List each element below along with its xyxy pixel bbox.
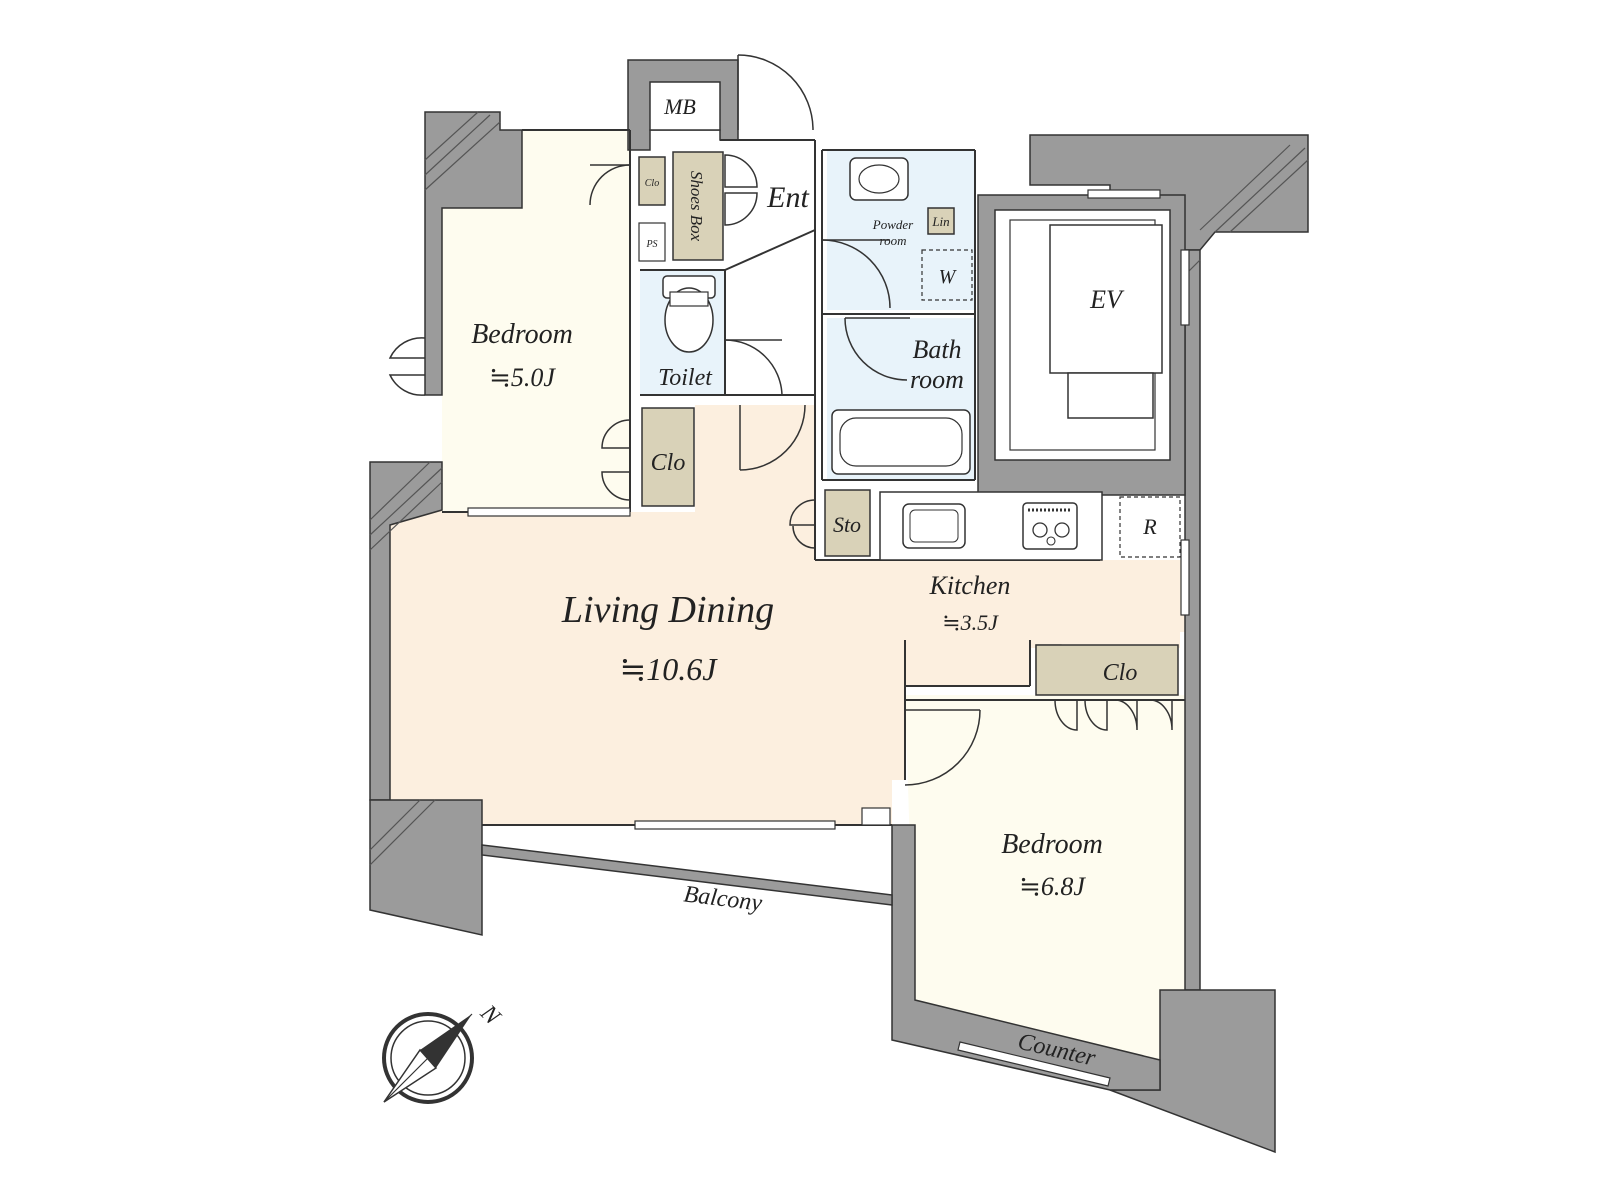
- living-dining-label: Living Dining: [561, 589, 774, 631]
- toilet-label: Toilet: [658, 365, 713, 391]
- bedroom-2-closet-label: Clo: [1103, 660, 1138, 686]
- living-dining-size: ≒10.6J: [619, 651, 718, 687]
- kitchen-label: Kitchen: [929, 571, 1011, 600]
- bath-room-label-2: room: [910, 365, 964, 394]
- powder-room-label-1: Powder: [872, 217, 914, 232]
- bedroom-2-floor: [905, 695, 1185, 1060]
- bedroom-1-closet: [641, 407, 695, 507]
- bathtub-inner: [839, 417, 963, 467]
- shoes-box-label: Shoes Box: [687, 171, 706, 242]
- bedroom-2-size: ≒6.8J: [1019, 872, 1086, 901]
- linen-shelf: [927, 207, 955, 235]
- bathtub: [831, 409, 971, 475]
- bedroom-1-floor: [442, 130, 630, 512]
- kitchen-sink: [902, 503, 966, 549]
- mb-label: MB: [663, 94, 696, 119]
- sto-label: Sto: [833, 512, 861, 537]
- toilet-fixture: [662, 275, 716, 353]
- fridge-label: R: [1142, 514, 1157, 539]
- fridge-space: [1119, 496, 1181, 558]
- kitchen-size: ≒3.5J: [942, 610, 999, 635]
- bedroom-1-closet-label: Clo: [651, 450, 686, 476]
- washer-label: W: [939, 266, 958, 288]
- kitchen-stove: [1022, 502, 1078, 550]
- compass-north-label: N: [474, 999, 506, 1031]
- bath-room-label-1: Bath: [912, 335, 961, 364]
- shoes-box: [672, 151, 724, 261]
- wall-southwest: [369, 799, 483, 936]
- bedroom-1-size: ≒5.0J: [489, 363, 556, 392]
- linen-label: Lin: [931, 214, 949, 229]
- doors: [388, 54, 1173, 786]
- wall-northwest: [424, 111, 523, 396]
- elevator-label: EV: [1089, 285, 1125, 314]
- powder-room-label-2: room: [880, 233, 907, 248]
- washbasin-bowl: [858, 164, 900, 194]
- ps-label: PS: [645, 239, 657, 250]
- compass-icon: [382, 1012, 474, 1104]
- washbasin: [849, 157, 909, 201]
- clo-small: [638, 156, 666, 206]
- clo-small-label: Clo: [645, 178, 659, 189]
- entrance-label: Ent: [766, 181, 809, 214]
- wall-hatching: [369, 111, 1309, 866]
- elevator-car: [1049, 224, 1163, 374]
- bedroom-1-label: Bedroom: [471, 319, 573, 350]
- bedroom-2-label: Bedroom: [1001, 829, 1103, 860]
- wall-balcony-edge: [481, 844, 893, 906]
- bedroom-2-corner-box: [861, 807, 891, 826]
- storage-sto: [824, 489, 871, 557]
- washer-space: [921, 249, 973, 301]
- mb-box: [649, 81, 721, 131]
- wall-south-bedroom: [891, 824, 1161, 1091]
- bedroom-2-closet: [1035, 644, 1179, 696]
- ps-box: [638, 222, 666, 262]
- elevator-door: [1067, 372, 1154, 419]
- windows: [467, 189, 1190, 1087]
- kitchen-sink-inner: [909, 509, 959, 543]
